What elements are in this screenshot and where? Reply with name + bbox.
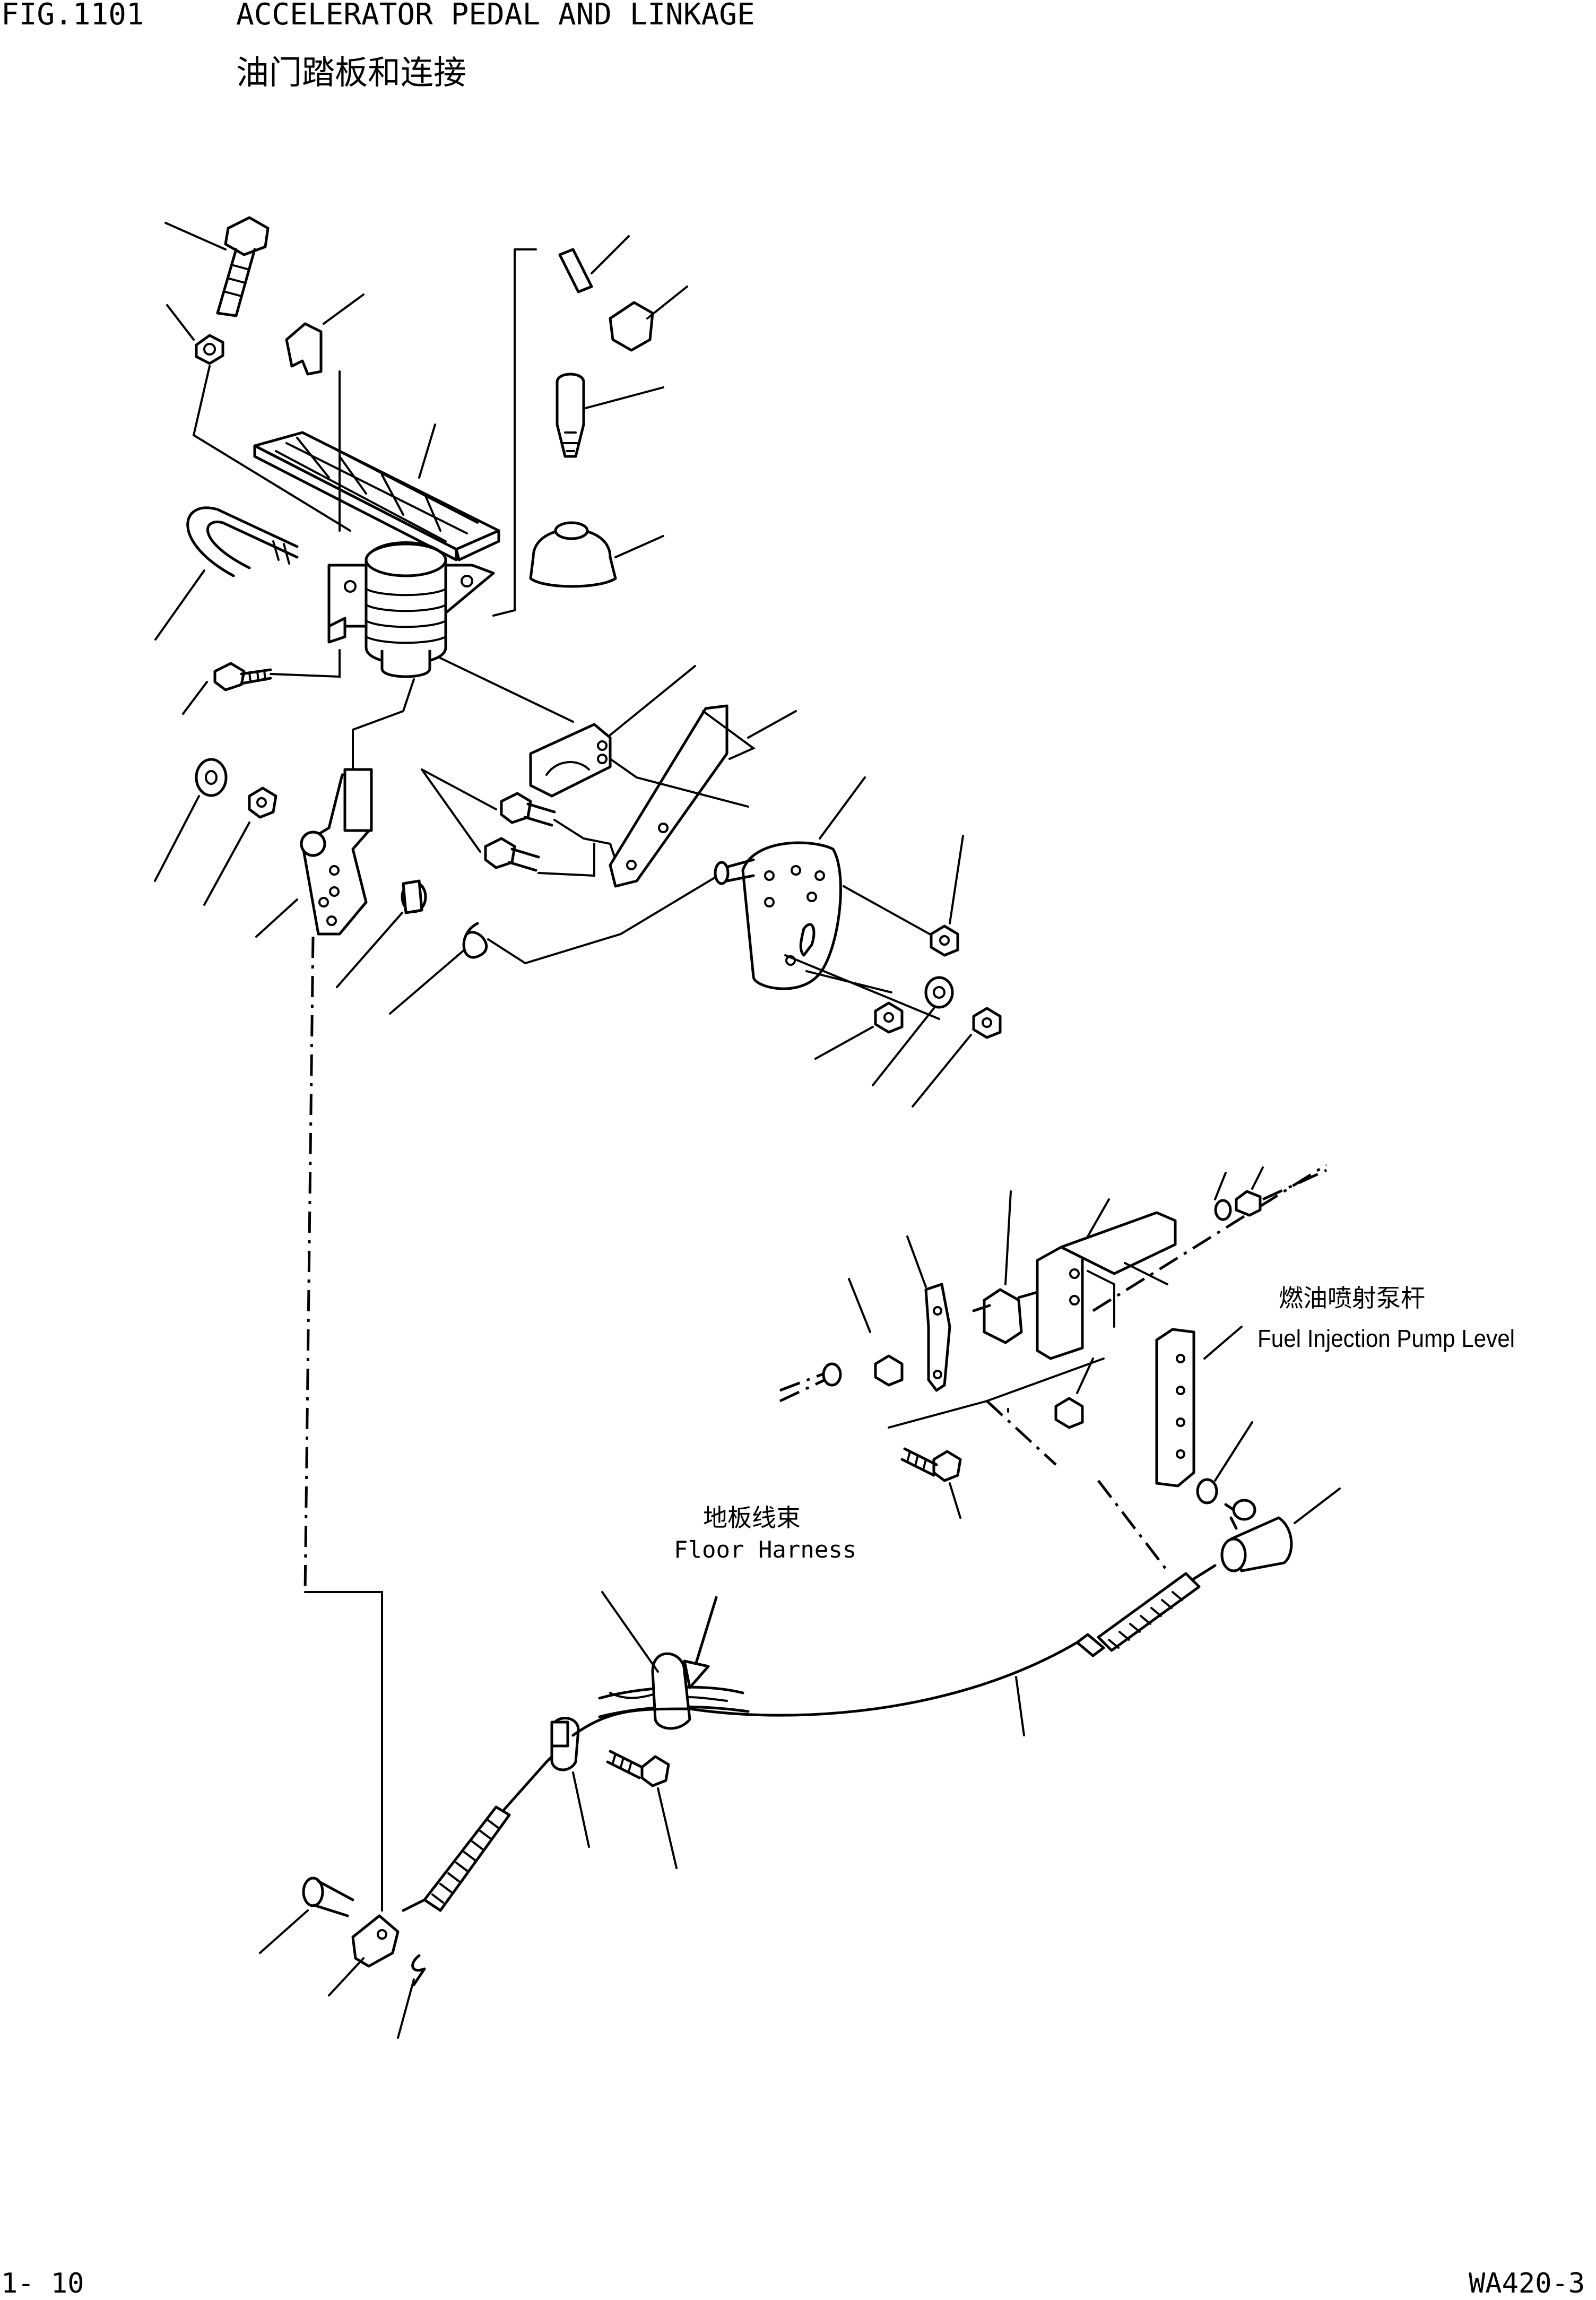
cotter-pin-part xyxy=(462,922,488,959)
hex-nut-part xyxy=(930,924,959,957)
hex-nut-part xyxy=(874,1001,904,1034)
washer-part xyxy=(822,1362,842,1387)
washer-part xyxy=(1214,1199,1232,1221)
rod-end-part xyxy=(556,373,585,458)
rubber-mount-part xyxy=(972,1288,1039,1344)
cable-assembly xyxy=(259,936,1079,2039)
pedal-base-part xyxy=(327,541,495,678)
floor-harness-label-cn: 地板线束 xyxy=(703,1503,801,1532)
floor-harness-label-en: Floor Harness xyxy=(674,1536,856,1563)
pump-lever-part xyxy=(1155,1328,1195,1488)
cotter-pin-part xyxy=(411,1954,426,1986)
flange-bolt-part xyxy=(500,792,556,827)
pedal-pad-part xyxy=(253,431,500,561)
title-chinese: 油门踏板和连接 xyxy=(236,53,466,92)
flange-bolt-part xyxy=(900,1447,962,1482)
retainer-clip-part xyxy=(609,301,654,352)
screw-part xyxy=(213,662,272,691)
model-number: WA420-3 xyxy=(1469,2268,1585,2299)
page-number: 1- 10 xyxy=(1,2268,84,2299)
collar-nut-part xyxy=(248,786,277,819)
spring-pin-part xyxy=(558,248,593,293)
bushing-part xyxy=(401,879,427,914)
lever-assembly xyxy=(154,657,1002,1108)
bolt-part xyxy=(606,1750,670,1787)
hex-nut-part xyxy=(1235,1190,1262,1217)
spring-clip-part xyxy=(285,322,323,376)
flange-bolt-part xyxy=(484,837,540,872)
ball-joint-part xyxy=(1220,1516,1293,1572)
u-bolt-part xyxy=(186,506,299,577)
angle-bracket-part xyxy=(1036,1211,1177,1360)
hex-nut-part xyxy=(972,1007,1002,1039)
lever-arm-part xyxy=(300,768,373,936)
round-plate-part xyxy=(714,841,842,990)
hex-nut-part xyxy=(1196,1478,1218,1504)
hex-nut-part xyxy=(1054,1397,1084,1429)
clevis-pin-part xyxy=(302,1877,354,1917)
hex-bolt-part xyxy=(216,216,270,317)
pump-lever-label-en: Fuel Injection Pump Level xyxy=(1257,1325,1515,1352)
hex-nut-part xyxy=(874,1354,904,1387)
plate-bracket-part xyxy=(609,704,756,888)
pump-lever-label-cn: 燃油喷射泵杆 xyxy=(1279,1284,1425,1312)
ball-stud-part xyxy=(1224,1499,1256,1521)
washer-part xyxy=(195,758,228,797)
washer-part xyxy=(924,976,954,1009)
fig-number: FIG.1101 xyxy=(1,0,144,32)
clevis-part xyxy=(351,1914,400,1968)
title-english: ACCELERATOR PEDAL AND LINKAGE xyxy=(236,0,755,32)
boot-part xyxy=(529,521,617,588)
pedal-assembly xyxy=(154,216,688,776)
hex-nut-part xyxy=(195,334,224,365)
floor-harness-part xyxy=(598,1652,750,1730)
cable-bracket-part xyxy=(550,1717,580,1771)
bracket-part xyxy=(529,723,612,798)
link-plate-part xyxy=(924,1283,951,1392)
pump-linkage xyxy=(779,1163,1341,1657)
